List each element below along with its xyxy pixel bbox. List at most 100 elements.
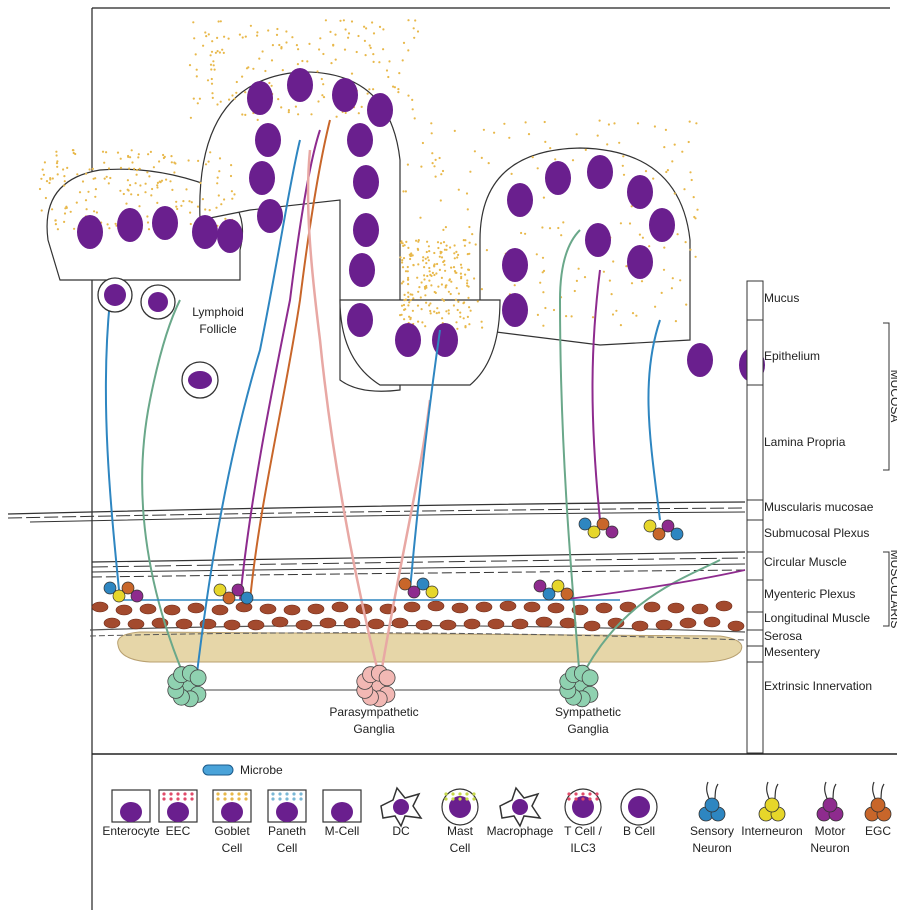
mucus-dot [117, 152, 119, 154]
granule [444, 797, 447, 800]
mucus-dot [361, 106, 363, 108]
mucus-dot [445, 284, 447, 286]
mucus-dot [608, 123, 610, 125]
granule [574, 797, 577, 800]
mucus-dot [236, 81, 238, 83]
muscle-cell [692, 604, 708, 614]
mucus-dot [689, 249, 691, 251]
mucus-dot [667, 169, 669, 171]
mucus-dot [233, 193, 235, 195]
mucus-dot [457, 309, 459, 311]
mucus-dot [202, 45, 204, 47]
mucus-dot [488, 162, 490, 164]
nucleus [353, 165, 379, 199]
mucus-dot [56, 160, 58, 162]
eec-icon [159, 790, 197, 822]
mucus-dot [436, 307, 438, 309]
mucus-dot [382, 28, 384, 30]
mucus-dot [481, 157, 483, 159]
interneuron-icon [759, 782, 785, 821]
mucus-dot [444, 270, 446, 272]
mucus-dot [87, 191, 89, 193]
mucus-dot [428, 280, 430, 282]
mucus-dot [285, 30, 287, 32]
mucus-dot [402, 281, 404, 283]
mucus-dot [102, 151, 104, 153]
mucus-dot [278, 44, 280, 46]
mucus-dot [449, 278, 451, 280]
mucus-dot [648, 245, 650, 247]
lymphoid-line-2: Follicle [199, 322, 237, 336]
mucus-dot [585, 149, 587, 151]
muscle-cell [440, 620, 456, 630]
mucus-dot [170, 155, 172, 157]
mucus-dot [220, 203, 222, 205]
nucleus [347, 303, 373, 337]
mucus-dot [471, 233, 473, 235]
granule [451, 792, 454, 795]
mucus-dot [671, 287, 673, 289]
mucus-dot [625, 265, 627, 267]
mucus-dot [412, 108, 414, 110]
mucus-dot [444, 249, 446, 251]
mucus-dot [544, 121, 546, 123]
granule [230, 797, 233, 800]
nucleus [287, 68, 313, 102]
mucus-dot [407, 247, 409, 249]
plexus-neuron [561, 588, 573, 600]
legend-label-goblet-1: Goblet [214, 824, 250, 838]
mucus-dot [661, 292, 663, 294]
mucus-dot [430, 275, 432, 277]
mucus-dot [321, 78, 323, 80]
mucus-dot [120, 167, 122, 169]
muscle-cell [140, 604, 156, 614]
mucus-dot [417, 30, 419, 32]
mucus-dot [425, 258, 427, 260]
nucleus [545, 161, 571, 195]
granule [278, 797, 281, 800]
mucus-dot [325, 19, 327, 21]
muscle-cell [368, 619, 384, 629]
mucus-dot [454, 257, 456, 259]
mucus-dot [211, 92, 213, 94]
mucus-dot [562, 221, 564, 223]
mucus-dot [73, 228, 75, 230]
mucus-dot [422, 259, 424, 261]
legend-label-m-cell: M-Cell [325, 824, 360, 838]
mucus-dot [426, 275, 428, 277]
mucus-dot [191, 201, 193, 203]
mucus-dot [437, 241, 439, 243]
mucus-dot [403, 257, 405, 259]
granule [176, 792, 179, 795]
muscle-cell [548, 603, 564, 613]
mucus-dot [231, 198, 233, 200]
mucus-dot [129, 184, 131, 186]
mucus-dot [615, 310, 617, 312]
mucus-dot [159, 181, 161, 183]
mucus-dot [674, 144, 676, 146]
plexus-neuron [131, 590, 143, 602]
mucus-dot [421, 308, 423, 310]
mucus-dot [280, 46, 282, 48]
mucus-dot [295, 106, 297, 108]
layer-serosa: Serosa [764, 629, 802, 643]
mucus-dot [544, 141, 546, 143]
mucus-dot [416, 277, 418, 279]
mucus-dot [148, 228, 150, 230]
mucus-dot [171, 161, 173, 163]
mucus-dot [398, 72, 400, 74]
mucus-dot [422, 256, 424, 258]
enterocyte-icon [112, 790, 150, 822]
mucus-dot [190, 117, 192, 119]
muscle-cell [416, 620, 432, 630]
mucus-dot [388, 60, 390, 62]
mucus-dot [467, 269, 469, 271]
mucus-dot [130, 193, 132, 195]
sympathetic-line-1: Sympathetic [555, 705, 621, 719]
mucus-dot [663, 247, 665, 249]
mucus-dot [73, 152, 75, 154]
mucus-dot [404, 294, 406, 296]
granule [581, 797, 584, 800]
mucus-dot [365, 27, 367, 29]
mucus-dot [371, 21, 373, 23]
